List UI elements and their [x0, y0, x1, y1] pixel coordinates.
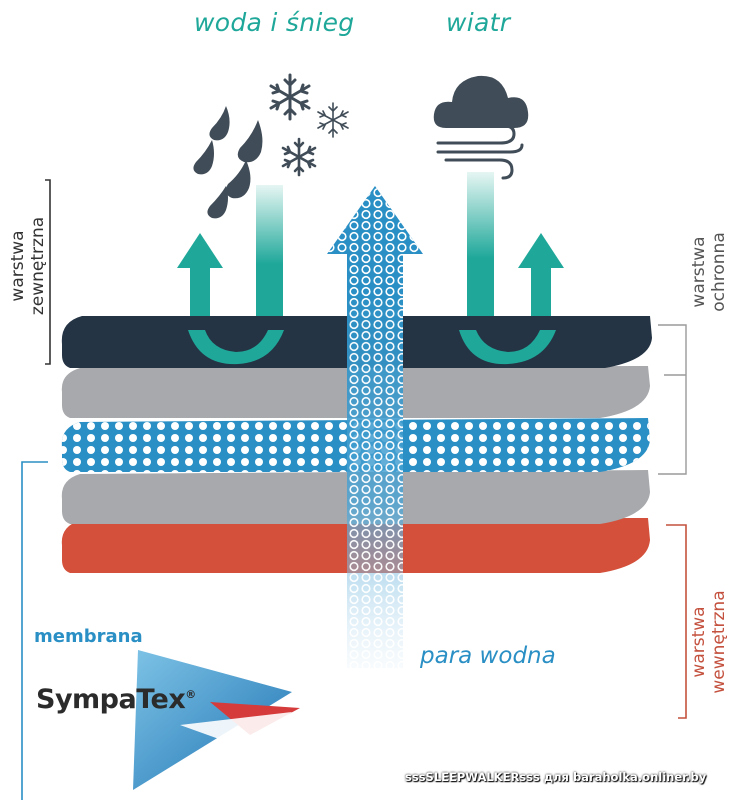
protective-layer-label: warstwa ochronna: [689, 232, 729, 312]
outer-layer-bracket: [45, 179, 51, 365]
inner-layer-bracket: [666, 524, 687, 719]
wind-icon: [436, 124, 524, 180]
vapor-arrow-icon: [327, 186, 423, 300]
raindrop-icon: [193, 106, 263, 219]
inner-layer-label: warstwa wewnętrzna: [689, 590, 729, 694]
membrane-bracket: [21, 461, 48, 800]
arrow-up-icon-right: [518, 233, 564, 317]
arrow-up-icon-left: [177, 233, 223, 317]
snowflake-icon: [269, 73, 349, 177]
membrane-label: membrana: [34, 626, 143, 647]
outer-layer-label: warstwa zewnętrzna: [8, 216, 48, 316]
brand-name: SympaTex®: [36, 684, 196, 715]
wind-stem: [467, 172, 494, 344]
protective-layer-bracket: [658, 324, 687, 475]
wind-drop-cap: [459, 330, 556, 365]
water-drop-cap: [188, 330, 284, 365]
wind-label: wiatr: [446, 8, 511, 37]
water-snow-label: woda i śnieg: [194, 8, 355, 37]
cloud-icon: [433, 75, 529, 128]
sympatex-logo-mark: [133, 650, 300, 790]
watermark: sssSLEEPWALKERsss для baraholka.onliner.…: [405, 770, 707, 784]
water-vapor-label: para wodna: [420, 643, 556, 669]
